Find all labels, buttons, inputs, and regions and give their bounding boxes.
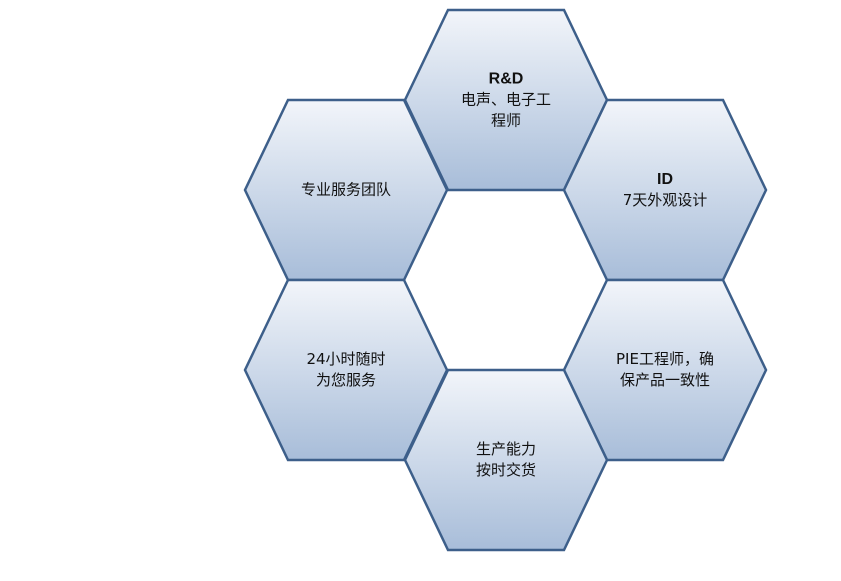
hexagon-title: ID bbox=[657, 171, 673, 188]
hexagon-text-line: 24小时随时 bbox=[306, 350, 386, 368]
hexagon-text-line: 程师 bbox=[490, 111, 521, 130]
hexagon-label-pie: PIE工程师，确保产品一致性 bbox=[575, 349, 755, 391]
hexagon-label-rd: R&D 电声、电子工程师 bbox=[416, 69, 596, 132]
hexagon-text-line: 按时交货 bbox=[475, 461, 536, 479]
hexagon-text-line: 生产能力 bbox=[475, 440, 536, 458]
hexagon-text-line: PIE工程师，确 bbox=[616, 350, 714, 368]
hexagon-text-line: 7天外观设计 bbox=[622, 191, 708, 209]
hexagon-text-line: 为您服务 bbox=[315, 371, 376, 389]
hexagon-label-production: 生产能力按时交货 bbox=[416, 439, 596, 481]
hexagon-text-line: 电声、电子工 bbox=[460, 90, 551, 109]
hexagon-title: R&D bbox=[488, 70, 524, 88]
hexagon-label-24h: 24小时随时为您服务 bbox=[256, 349, 436, 391]
hexagon-label-id: ID 7天外观设计 bbox=[575, 169, 755, 211]
hexagon-label-service-team: 专业服务团队 bbox=[256, 180, 436, 201]
hexagon-text-line: 保产品一致性 bbox=[619, 371, 710, 389]
hexagon-production bbox=[403, 368, 609, 552]
hexagon-text-line: 专业服务团队 bbox=[300, 180, 391, 199]
